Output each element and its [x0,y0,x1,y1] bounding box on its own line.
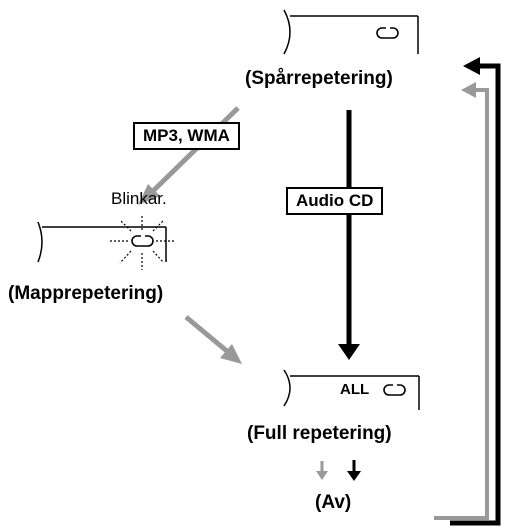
repeat-icon [131,234,154,247]
mode-label-off: (Av) [315,492,352,513]
blink-note: Blinkar. [111,189,167,208]
mode-label-folder-repeat: (Mapprepetering) [8,283,164,304]
mode-label-track-repeat: (Spårrepetering) [245,68,393,89]
arrow-full-to-off-black [347,460,361,481]
return-loop-black [450,57,501,526]
mode-label-full-repeat: (Full repetering) [247,423,392,444]
repeat-icon [376,26,399,39]
condition-audio-cd: Audio CD [286,187,384,215]
condition-mp3-wma: MP3, WMA [133,122,240,150]
display-all-text: ALL [340,381,370,398]
display-folder-repeat [37,215,176,270]
return-loop-gray [434,82,489,520]
repeat-icon [383,383,406,396]
arrow-full-to-off-gray [316,461,328,480]
blink-rays [110,215,176,270]
arrow-folder-to-full [184,315,242,364]
arrow-track-to-full [338,110,360,360]
display-track-repeat [283,9,419,55]
display-full-repeat [283,369,420,410]
